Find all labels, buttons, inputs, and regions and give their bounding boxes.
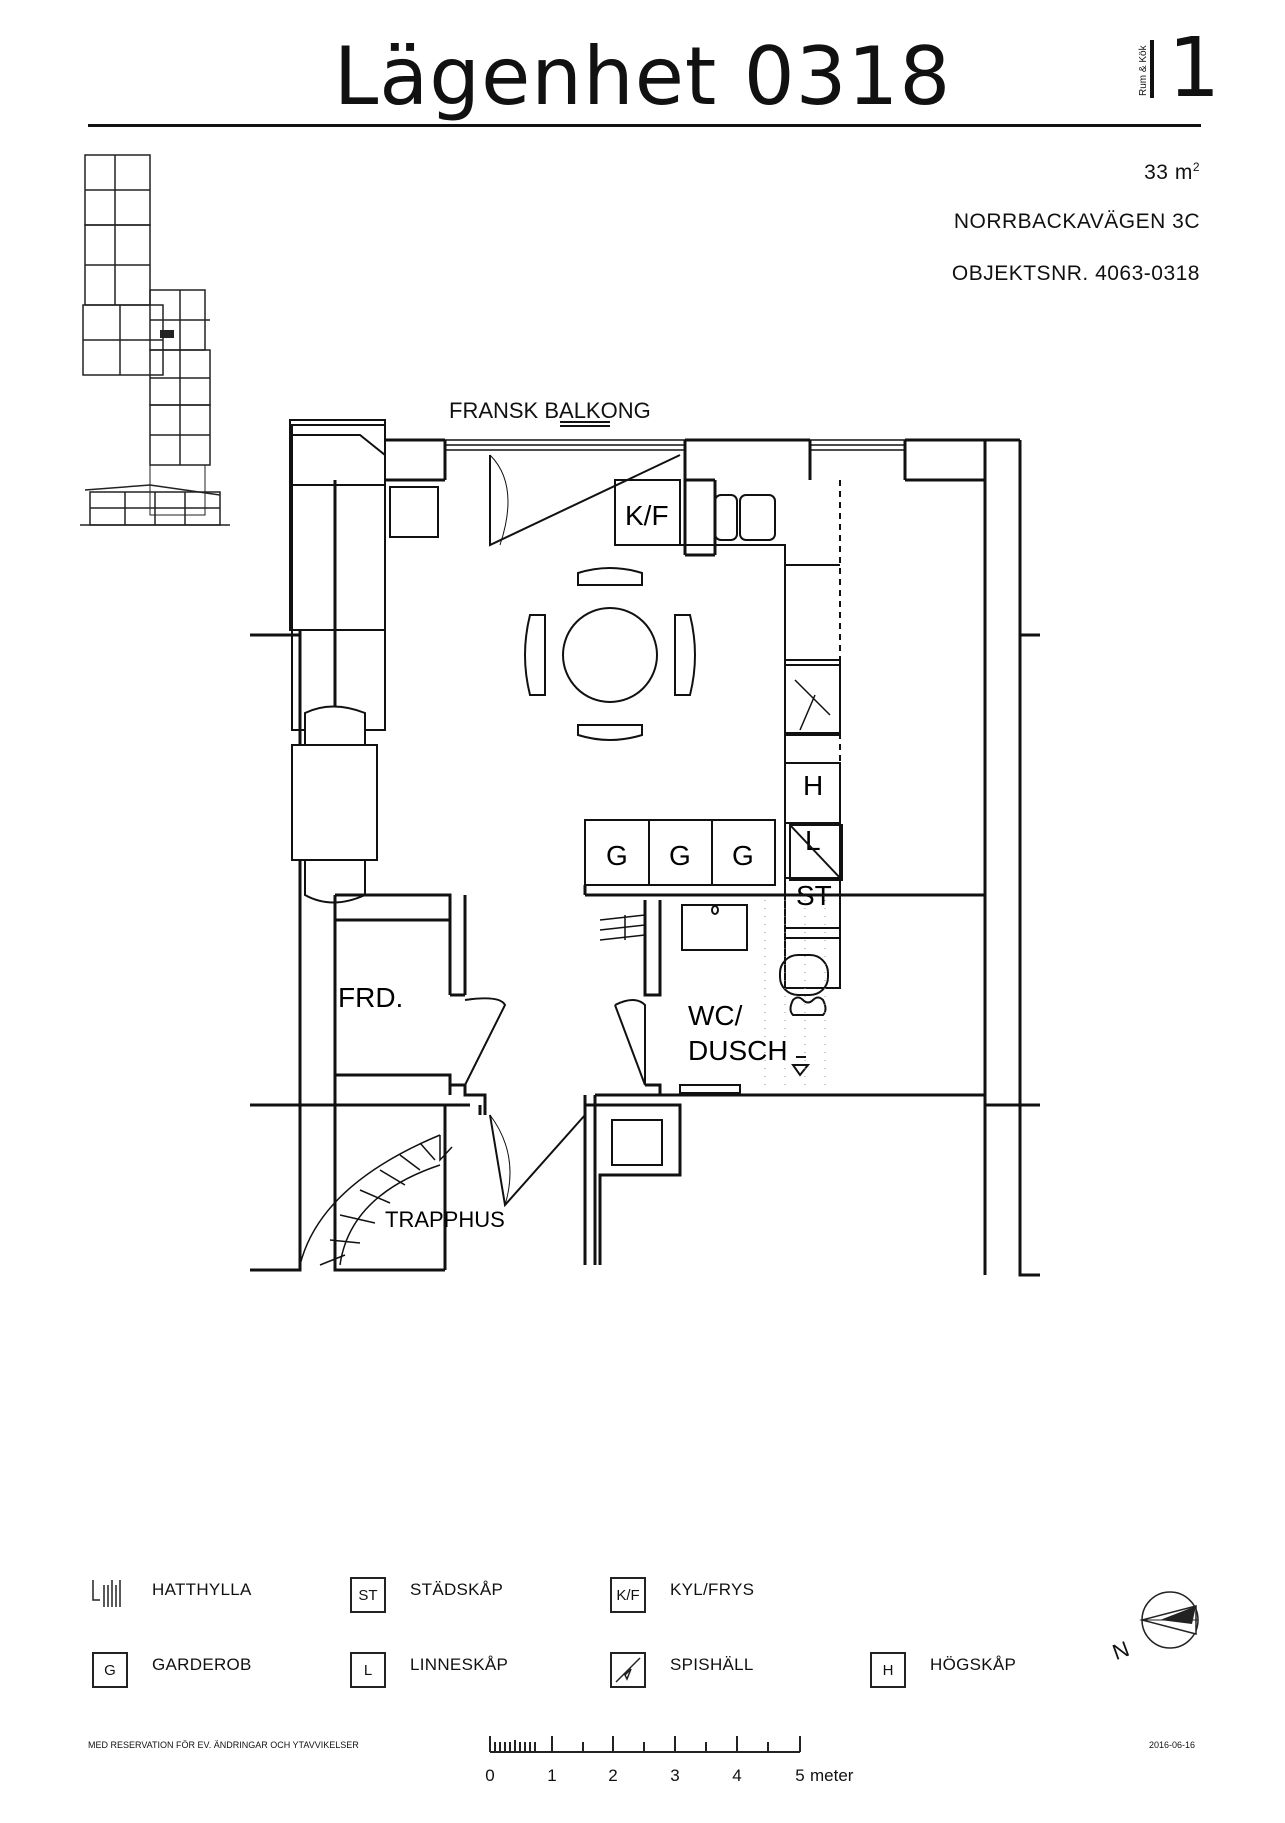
outer-wall-right [983,440,1040,1277]
shaft [611,1119,663,1166]
scale-unit: meter [810,1766,854,1785]
stairwell-label: TRAPPHUS [385,1207,505,1232]
storage-door [464,997,646,1086]
wardrobe-label-1: G [606,840,628,871]
balcony-door [489,454,681,547]
legend-label-stove: SPISHÄLL [670,1655,754,1674]
scale-tick-5: 5 [795,1766,805,1785]
rooms-label: Rum & Kök [1138,45,1149,96]
hat-shelf [599,914,646,941]
bathroom-label-2: DUSCH [688,1035,788,1066]
rooms-divider [1150,40,1154,98]
rooms-count: 1 [1168,21,1221,116]
scale-tick-0: 0 [485,1766,495,1785]
building-section [80,484,230,526]
tall-cabinet-label: H [803,770,823,801]
scale-tick-2: 2 [608,1766,618,1785]
legend-symbol-fridge: K/F [610,1577,646,1613]
key-plan-highlight [160,330,174,338]
kitchen-counter [614,479,841,989]
dining-table [524,567,696,741]
wardrobe-label-2: G [669,840,691,871]
scale-tick-1: 1 [547,1766,557,1785]
legend-label-hat-shelf: HATTHYLLA [152,1580,252,1599]
disclaimer: MED RESERVATION FÖR EV. ÄNDRINGAR OCH YT… [88,1740,359,1750]
spiral-stair [299,1134,453,1266]
entrance-door [489,1114,586,1208]
bathroom-label-1: WC/ [688,1000,743,1031]
nightstand [389,486,439,538]
balcony-label: FRANSK BALKONG [449,398,651,423]
area-unit-superscript: 2 [1192,160,1200,174]
key-plan [82,154,211,516]
floor-plan: K/F H L ST G G G [250,419,1040,1277]
apartment-address: NORRBACKAVÄGEN 3C [953,210,1200,233]
stove-icon [610,1652,646,1688]
object-number: OBJEKTSNR. 4063-0318 [951,262,1200,285]
area-value: 33 m [1144,161,1193,184]
hat-shelf-icon [92,1580,121,1607]
legend-label-wardrobe: GARDEROB [152,1655,252,1674]
header-rule [88,124,1201,127]
scale-tick-4: 4 [732,1766,742,1785]
legend-label-fridge: KYL/FRYS [670,1580,755,1599]
apartment-area: 33 m2 [1144,160,1200,185]
bathroom-fixtures [679,904,829,1094]
scale-tick-3: 3 [670,1766,680,1785]
legend-symbol-linen: L [350,1652,386,1688]
document-date: 2016-06-16 [1148,1740,1195,1750]
desk [291,705,378,904]
storage-label: FRD. [338,982,403,1013]
page-title: Lägenhet 0318 [333,30,952,123]
fridge-label: K/F [625,500,669,531]
legend-label-cleaning: STÄDSKÅP [410,1580,504,1599]
scale-bar [489,1736,801,1753]
compass-icon [1139,1591,1199,1649]
legend-label-linen: LINNESKÅP [410,1655,509,1674]
legend-symbol-tall-cabinet: H [870,1652,906,1688]
wardrobe-label-3: G [732,840,754,871]
bed [289,419,386,631]
wardrobes [584,819,843,886]
legend-label-tall-cabinet: HÖGSKÅP [930,1655,1017,1674]
legend-symbol-cleaning: ST [350,1577,386,1613]
legend-symbol-wardrobe: G [92,1652,128,1688]
linen-label: L [805,825,821,856]
